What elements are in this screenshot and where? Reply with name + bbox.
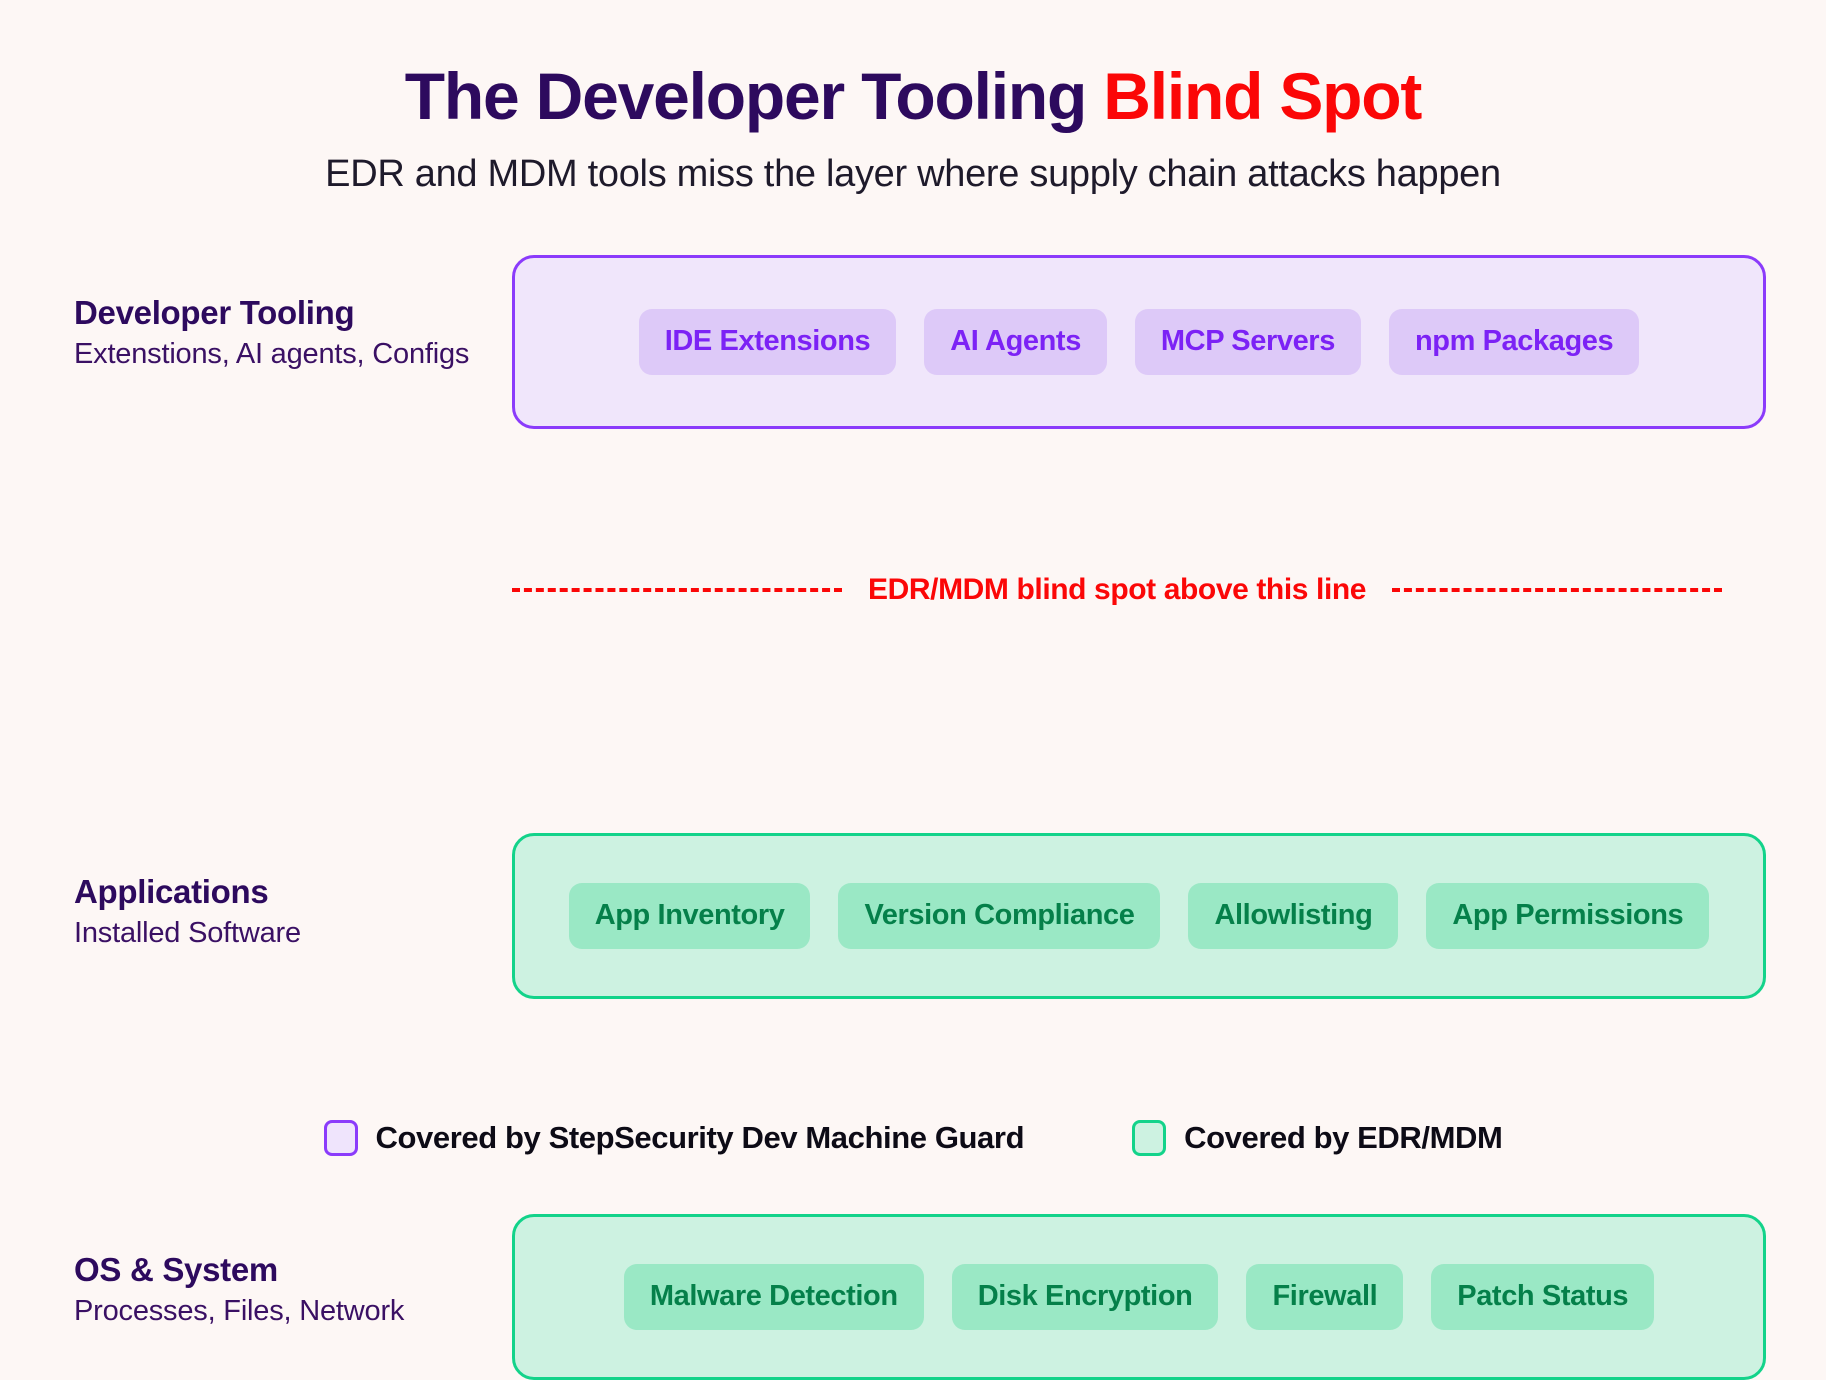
- divider-dash-right: [1392, 588, 1723, 592]
- page-header: The Developer Tooling Blind Spot EDR and…: [0, 0, 1826, 197]
- chip-ide-extensions[interactable]: IDE Extensions: [638, 309, 897, 375]
- chip-group-developer-tooling: IDE Extensions AI Agents MCP Servers npm…: [638, 309, 1640, 375]
- chip-npm-packages[interactable]: npm Packages: [1388, 309, 1640, 375]
- chip-version-compliance[interactable]: Version Compliance: [838, 883, 1161, 949]
- layer-label-applications: Applications Installed Software: [74, 872, 494, 951]
- legend-swatch-green-icon: [1132, 1120, 1167, 1156]
- layer-box-os-system[interactable]: Malware Detection Disk Encryption Firewa…: [512, 1214, 1766, 1380]
- legend: Covered by StepSecurity Dev Machine Guar…: [0, 1120, 1826, 1156]
- chip-ai-agents[interactable]: AI Agents: [924, 309, 1107, 375]
- chip-app-permissions[interactable]: App Permissions: [1426, 883, 1710, 949]
- layer-label-developer-tooling: Developer Tooling Extenstions, AI agents…: [74, 293, 494, 372]
- page-title: The Developer Tooling Blind Spot: [0, 59, 1826, 133]
- legend-label-edr-mdm: Covered by EDR/MDM: [1184, 1120, 1503, 1155]
- divider-dash-left: [512, 588, 842, 592]
- chip-app-inventory[interactable]: App Inventory: [568, 883, 811, 949]
- page-title-accent: Blind Spot: [1103, 59, 1422, 133]
- layer-title: Applications: [74, 873, 269, 910]
- layer-box-applications[interactable]: App Inventory Version Compliance Allowli…: [512, 833, 1766, 999]
- layer-title: Developer Tooling: [74, 294, 355, 331]
- page-subtitle: EDR and MDM tools miss the layer where s…: [325, 153, 1501, 196]
- chip-patch-status[interactable]: Patch Status: [1431, 1264, 1655, 1330]
- legend-item-stepsecurity: Covered by StepSecurity Dev Machine Guar…: [323, 1120, 1025, 1156]
- legend-label-stepsecurity: Covered by StepSecurity Dev Machine Guar…: [375, 1120, 1025, 1155]
- layer-box-developer-tooling[interactable]: IDE Extensions AI Agents MCP Servers npm…: [512, 255, 1766, 429]
- page-title-main: The Developer Tooling: [404, 59, 1104, 133]
- chip-malware-detection[interactable]: Malware Detection: [623, 1264, 924, 1330]
- layer-label-os-system: OS & System Processes, Files, Network: [74, 1250, 494, 1329]
- chip-mcp-servers[interactable]: MCP Servers: [1134, 309, 1361, 375]
- legend-swatch-purple-icon: [323, 1120, 358, 1156]
- legend-item-edr-mdm: Covered by EDR/MDM: [1132, 1120, 1503, 1156]
- layer-subtitle: Extenstions, AI agents, Configs: [74, 337, 470, 370]
- layer-title: OS & System: [74, 1251, 278, 1288]
- layer-subtitle: Installed Software: [74, 916, 301, 949]
- chip-disk-encryption[interactable]: Disk Encryption: [951, 1264, 1219, 1330]
- layer-subtitle: Processes, Files, Network: [74, 1294, 405, 1327]
- chip-group-os-system: Malware Detection Disk Encryption Firewa…: [623, 1264, 1655, 1330]
- chip-firewall[interactable]: Firewall: [1246, 1264, 1404, 1330]
- divider-label: EDR/MDM blind spot above this line: [868, 573, 1367, 606]
- blind-spot-divider: EDR/MDM blind spot above this line: [512, 573, 1766, 607]
- chip-allowlisting[interactable]: Allowlisting: [1188, 883, 1399, 949]
- chip-group-applications: App Inventory Version Compliance Allowli…: [568, 883, 1710, 949]
